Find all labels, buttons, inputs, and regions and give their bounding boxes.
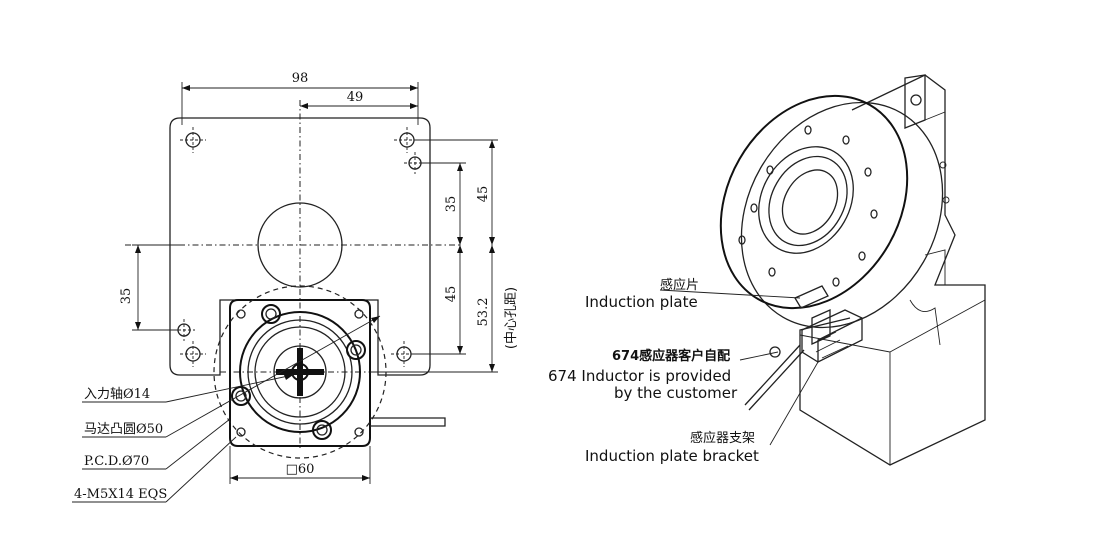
motor-screw-bottom-right: [312, 420, 332, 440]
callout-motor-boss-label: 马达凸圆Ø50: [84, 422, 163, 437]
label-induction-plate-en: Induction plate: [585, 293, 698, 311]
motor-boss-inner: [254, 326, 346, 418]
leader-bracket: [769, 361, 819, 446]
dim-45-upper-label: 45: [476, 186, 491, 203]
flange-corner-hole-tl: [236, 309, 246, 319]
callout-pcd: P.C.D.Ø70: [82, 418, 231, 470]
base-block-side: [799, 299, 986, 465]
shaft-keyway-h: [276, 369, 324, 375]
label-induction-plate-zh: 感应片: [660, 277, 699, 293]
dimension-45-upper: 45: [414, 139, 498, 245]
motor-screw-top-left: [261, 304, 281, 324]
dimension-35-right: 35: [422, 162, 466, 245]
inductor-connector: [769, 346, 781, 358]
inductor-sensor: [811, 308, 831, 346]
base-lug-hole: [910, 94, 922, 106]
induction-plate-bracket: [801, 309, 863, 363]
center-bore: [257, 202, 343, 288]
inductor-cable: [744, 344, 805, 411]
callout-screws-label: 4-M5X14 EQS: [74, 487, 167, 502]
rotary-table-bore-mid: [768, 155, 848, 247]
dim-35-left-label: 35: [119, 288, 134, 305]
callout-input-shaft-label: 入力轴Ø14: [84, 387, 150, 402]
label-inductor-zh: 674感应器客户自配: [612, 348, 730, 364]
label-inductor-en-line2: by the customer: [614, 384, 738, 402]
flange-corner-hole-br: [354, 427, 364, 437]
rotary-table-bore-outer: [758, 146, 854, 254]
motor-flange-square: [229, 299, 371, 447]
dimension-square-60: □60: [229, 446, 371, 484]
dim-98-label: 98: [292, 71, 309, 86]
label-bracket-en: Induction plate bracket: [585, 447, 759, 465]
base-side-cut: [909, 299, 941, 346]
rotary-table-bolt-holes: [738, 125, 878, 287]
dimension-35-left: 35: [119, 244, 180, 331]
dimension-53-2: 53.2 (中心孔距): [370, 245, 519, 373]
label-bracket-zh: 感应器支架: [690, 430, 755, 446]
induction-plate: [794, 285, 829, 309]
dim-45-lower-label: 45: [444, 286, 459, 303]
base-step: [924, 111, 946, 285]
isometric-view: 感应片 Induction plate 674感应器客户自配 674 Induc…: [548, 74, 986, 466]
dimension-49: 49: [300, 90, 418, 109]
rotary-table-face: [719, 94, 909, 310]
motor-boss-outer: [239, 311, 361, 433]
motor-screw-left: [231, 386, 251, 406]
dim-35-right-label: 35: [444, 196, 459, 213]
flange-corner-hole-bl: [236, 427, 246, 437]
callout-input-shaft: 入力轴Ø14: [82, 374, 294, 403]
dimension-45-lower: 45: [411, 245, 466, 355]
label-inductor-en-line1: 674 Inductor is provided: [548, 367, 731, 385]
flange-corner-hole-tr: [354, 309, 364, 319]
leader-inductor: [739, 351, 779, 361]
motor-cable: [370, 417, 446, 427]
rotary-table-rim: [740, 101, 944, 329]
callout-motor-boss: 马达凸圆Ø50: [82, 315, 381, 438]
callout-screws: 4-M5X14 EQS: [72, 436, 237, 503]
rotary-table-bore-inner: [781, 169, 839, 235]
center-distance-note: (中心孔距): [504, 287, 519, 349]
mounting-plate-outline: [169, 117, 431, 376]
input-shaft-ring: [273, 345, 327, 399]
dim-49-label: 49: [347, 90, 364, 105]
orthographic-view: 98 49 35 45 45: [72, 71, 519, 503]
dim-53-2-label: 53.2: [476, 298, 491, 327]
mounting-hole-right-inner: [404, 152, 426, 174]
dimension-98: 98: [181, 71, 419, 125]
base-small-hole-2: [942, 196, 950, 204]
motor-screw-right: [346, 340, 366, 360]
motor-boss-ring: [247, 319, 353, 425]
base-small-hole-1: [939, 161, 947, 169]
mounting-hole-top-left: [180, 127, 206, 153]
base-block: [799, 74, 986, 466]
mounting-hole-bottom-left-lower: [180, 341, 206, 367]
dim-60-label: □60: [286, 462, 315, 477]
callout-pcd-label: P.C.D.Ø70: [84, 454, 149, 469]
leader-induction-plate: [659, 289, 801, 299]
